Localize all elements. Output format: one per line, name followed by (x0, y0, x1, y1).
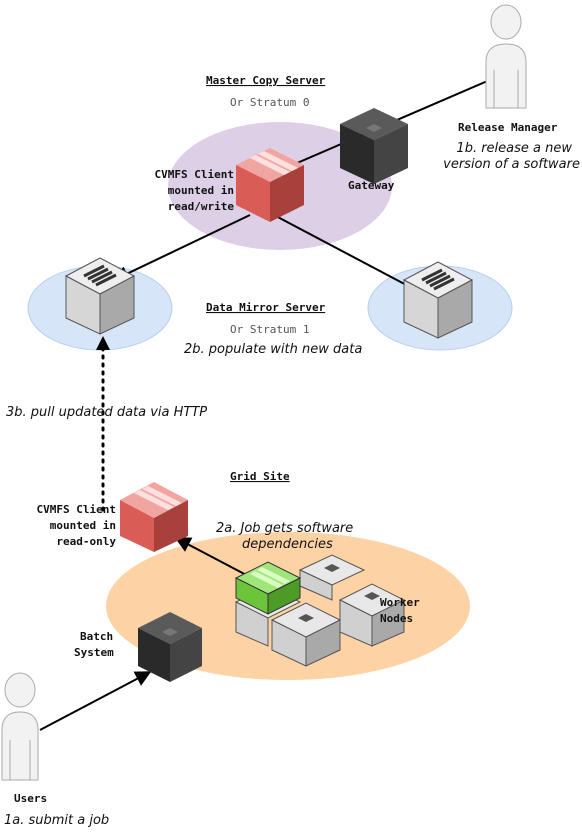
users-step: 1a. submit a job (4, 813, 109, 828)
gateway-label: Gateway (348, 179, 395, 192)
grid-title: Grid Site (230, 470, 290, 483)
master-title: Master Copy Server (206, 74, 326, 87)
users-icon (1, 672, 39, 781)
grid-client-label-2: mounted in (50, 519, 116, 532)
worker-nodes-icon (234, 554, 406, 667)
user-to-batch-arrow (39, 671, 152, 731)
grid-client-box-icon (120, 482, 188, 552)
master-subtitle: Or Stratum 0 (230, 96, 309, 109)
worker-label-1: Worker (380, 596, 420, 609)
worker-label-2: Nodes (380, 612, 413, 625)
mirror-subtitle: Or Stratum 1 (230, 323, 309, 336)
grid-step-line-1: 2a. Job gets software (216, 521, 353, 536)
gateway-server-icon (340, 108, 408, 184)
mirror-step: 2b. populate with new data (184, 342, 362, 357)
worker-to-client-arrow (174, 537, 253, 579)
release-step-line-1: 1b. release a new (456, 141, 572, 156)
batch-system-icon (138, 612, 202, 682)
mirror-server-right-icon (402, 261, 474, 339)
batch-label-1: Batch (80, 630, 113, 643)
master-client-label-1: CVMFS Client (155, 168, 234, 181)
master-client-label-2: mounted in (168, 184, 234, 197)
batch-label-2: System (74, 646, 114, 659)
users-label: Users (14, 792, 47, 805)
mirror-title: Data Mirror Server (206, 301, 326, 314)
master-to-mirror-right-line (254, 204, 413, 289)
master-client-label-3: read/write (168, 200, 235, 213)
master-client-box-icon (236, 148, 304, 222)
pull-arrow-head (96, 336, 110, 350)
release-step-line-2: version of a software (443, 157, 580, 172)
grid-client-label-3: read-only (56, 535, 116, 548)
grid-client-label-1: CVMFS Client (37, 503, 116, 516)
release-manager-label: Release Manager (458, 121, 558, 134)
master-to-mirror-left-arrow (112, 214, 251, 282)
release-manager-icon (485, 4, 527, 109)
mirror-server-left-icon (64, 257, 136, 335)
pull-step: 3b. pull updated data via HTTP (6, 405, 207, 420)
grid-step-line-2: dependencies (242, 537, 333, 552)
